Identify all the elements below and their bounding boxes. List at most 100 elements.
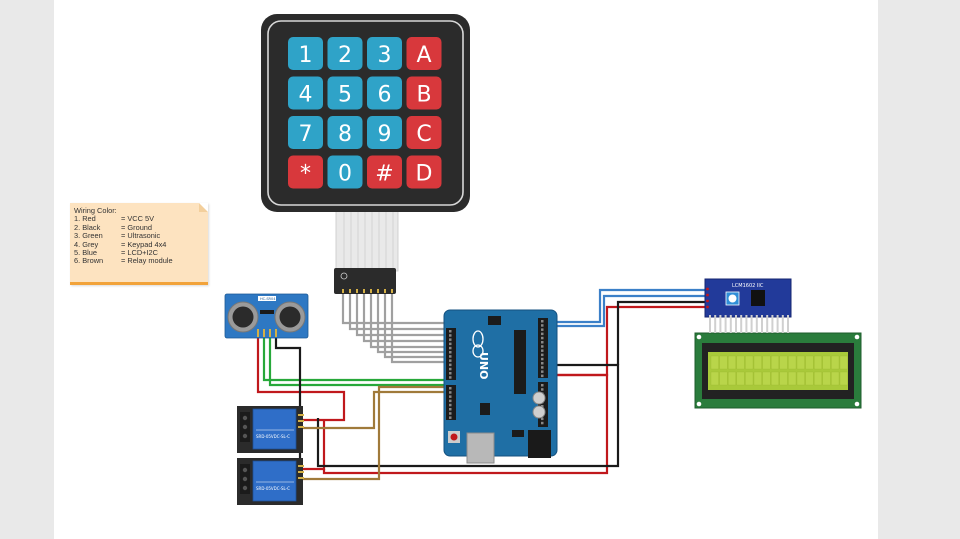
keypad-key-label: 1 [299,43,313,68]
i2c-wires [548,288,705,328]
keypad-key: 3 [367,37,402,70]
legend-meaning: = LCD+I2C [121,248,158,258]
legend-row: 6. Brown = Relay module [74,256,208,266]
keypad-key-cap [406,76,442,110]
arduino-board [443,309,558,457]
legend-row: 3. Green = Ultrasonic [74,231,208,241]
keypad-key: 7 [288,116,323,149]
legend-label: 6. Brown [74,256,104,266]
keypad-key-cap [367,76,402,110]
keypad-key-cap [327,155,363,189]
legend-row: 2. Black = Ground [74,222,208,232]
keypad-connector [334,268,396,294]
lcd-module [694,332,862,409]
keypad-key: * [288,155,323,189]
arduino-analog-header [446,328,456,380]
keypad-key: # [367,155,402,189]
ribbon-lines [343,211,394,271]
arduino-uno: UNO [443,309,558,464]
relay-1-label: SRD-05VDC-SL-C [256,434,290,439]
legend-meaning: = Ultrasonic [121,231,161,241]
keypad-key: 0 [327,155,363,189]
wires [256,288,705,481]
arduino-microcontroller [514,330,526,394]
keypad-key-label: * [300,162,311,187]
arduino-digital-header [538,318,548,378]
relay-1-cube [252,408,297,450]
keypad-key: 4 [288,76,323,110]
keypad-key: C [406,116,442,149]
keypad-connector-pins [342,289,393,293]
legend-meaning: = Ground [121,222,153,232]
arduino-power-jack [528,430,551,458]
legend-meaning: = Keypad 4x4 [121,239,167,249]
keypad-key: D [406,155,442,189]
keypad-key-label: 5 [338,83,352,108]
keypad-key: A [406,37,442,70]
legend-row: 5. Blue= LCD+I2C [74,248,208,258]
legend-label: 4. Grey [74,239,99,249]
keypad-key-label: 0 [338,162,352,187]
keypad-key: 8 [327,116,363,149]
keypad-key-cap [288,116,323,149]
arduino-logo: UNO [477,352,490,380]
relay-modules: SRD-05VDC-SL-C SRD-05VDC-SL-C [237,406,304,505]
keypad-key-label: # [375,162,393,187]
legend-title: Wiring Color: [74,206,117,215]
keypad-key-cap [367,155,402,189]
legend-row: 4. Grey = Keypad 4x4 [74,239,208,249]
sensor-pins [257,329,277,337]
i2c-label: LCM1602 IIC [732,283,764,289]
keypad-key-label: 7 [299,122,313,147]
keypad-key-label: 3 [378,43,392,68]
arduino-usb-port [466,432,495,464]
keypad-key-cap [327,37,363,70]
legend-label: 1. Red [74,214,96,224]
keypad-key: 6 [367,76,402,110]
keypad-key-cap [406,116,442,149]
arduino-reset-button [450,433,458,441]
keypad-key-cap [367,37,402,70]
ultrasonic-wires [262,337,446,387]
keypad-key-label: 4 [299,83,313,108]
i2c-pins [706,287,709,309]
i2c-adapter: LCM1602 IIC [704,278,792,333]
legend-label: 3. Green [74,231,103,241]
keypad-key-label: 9 [378,122,392,147]
keypad-key-label: 6 [378,83,392,108]
keypad-key: 2 [327,37,363,70]
legend-label: 2. Black [74,222,101,232]
relay-module-1: SRD-05VDC-SL-C [237,406,304,453]
keypad-key-label: C [416,122,431,147]
keypad-key-cap [406,155,442,189]
keypad-key-cap [327,116,363,149]
ultrasonic-sensor: HC-SR04 [224,293,309,339]
keypad-key-label: 2 [338,43,352,68]
keypad-key-cap [327,76,363,110]
keypad-key: B [406,76,442,110]
keypad-wires [341,293,446,364]
legend-meaning: = Relay module [121,256,173,266]
relay-wires [303,385,446,481]
keypad-key: 9 [367,116,402,149]
relay-2-cube [252,460,297,502]
keypad-key: 1 [288,37,323,70]
keypad-key-label: B [416,83,431,108]
keypad-key-cap [288,155,323,189]
keypad-key-cap [406,37,442,70]
keypad-key-cap [288,37,323,70]
power-wires [256,305,705,475]
legend-meaning: = VCC 5V [121,214,155,224]
keypad-key-label: A [416,43,431,68]
lcd-character-cells [710,355,848,386]
sensor-crystal [258,296,276,301]
keypad-key-cap [367,116,402,149]
keypad-key-cap [288,76,323,110]
keypad-key-label: 8 [338,122,352,147]
legend-row: 1. Red = VCC 5V [74,214,208,224]
i2c-bottom-pins [709,315,789,333]
relay-2-label: SRD-05VDC-SL-C [256,486,290,491]
